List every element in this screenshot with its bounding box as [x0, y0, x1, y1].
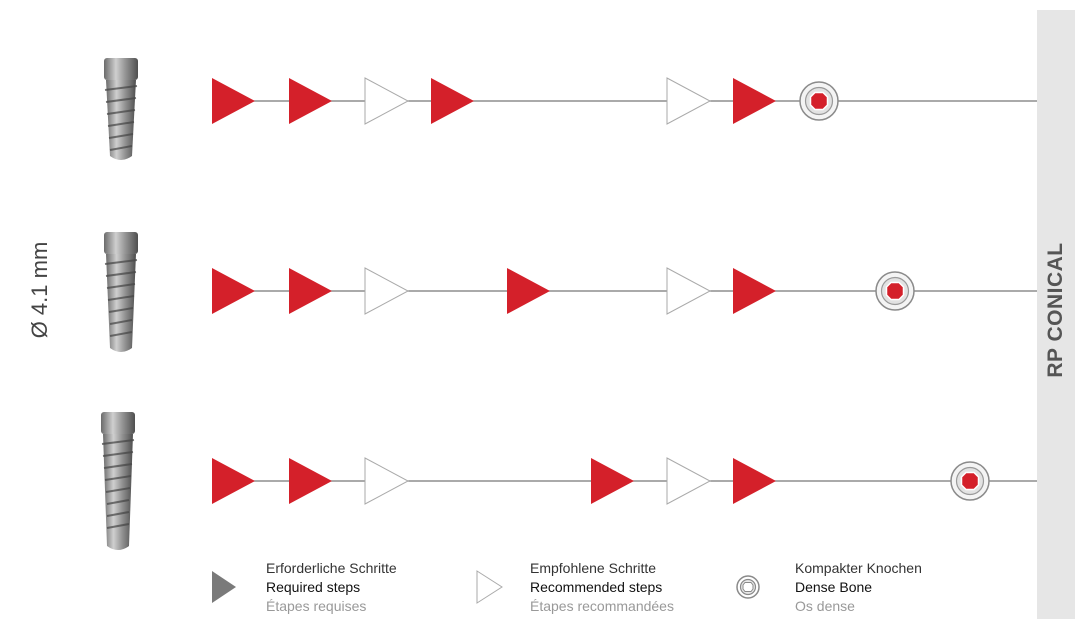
implant-image-3	[101, 412, 135, 550]
legend-dense-en: Dense Bone	[795, 579, 873, 595]
required-step-marker	[212, 268, 255, 314]
recommended-step-marker	[666, 267, 712, 315]
required-step-marker	[591, 458, 634, 504]
required-step-marker	[733, 78, 776, 124]
required-step-marker	[289, 268, 332, 314]
legend-recommended: Empfohlene Schritte Recommended steps Ét…	[530, 559, 674, 616]
legend-required: Erforderliche Schritte Required steps Ét…	[266, 559, 397, 616]
drilling-sequence-diagram	[212, 77, 1037, 505]
required-step-marker	[212, 458, 255, 504]
dense-bone-marker	[799, 81, 839, 121]
sequence-row-3	[212, 457, 1037, 505]
required-step-marker	[289, 78, 332, 124]
recommended-step-marker	[364, 267, 410, 315]
required-step-marker	[733, 268, 776, 314]
side-panel: RP CONICAL	[1037, 10, 1075, 619]
dense-bone-marker	[875, 271, 915, 311]
sequence-row-1	[212, 77, 1037, 125]
required-step-marker	[507, 268, 550, 314]
recommended-step-legend-icon	[476, 570, 503, 604]
required-step-legend-icon	[212, 571, 236, 603]
legend-dense-de: Kompakter Knochen	[795, 560, 922, 576]
dense-bone-marker	[950, 461, 990, 501]
legend-dense-bone: Kompakter Knochen Dense Bone Os dense	[795, 559, 922, 616]
required-step-marker	[289, 458, 332, 504]
implant-image-2	[104, 232, 138, 352]
recommended-step-marker	[364, 457, 410, 505]
legend-required-en: Required steps	[266, 579, 361, 595]
side-panel-title: RP CONICAL	[1044, 242, 1067, 378]
implant-image-1	[104, 58, 138, 160]
legend-dense-fr: Os dense	[795, 598, 855, 614]
dense-bone-legend-icon	[736, 575, 760, 599]
recommended-step-marker	[666, 77, 712, 125]
legend-required-de: Erforderliche Schritte	[266, 560, 397, 576]
legend-recommended-de: Empfohlene Schritte	[530, 560, 657, 576]
required-step-marker	[733, 458, 776, 504]
recommended-step-marker	[364, 77, 410, 125]
sequence-row-2	[212, 267, 1037, 315]
recommended-step-marker	[666, 457, 712, 505]
legend-required-fr: Étapes requises	[266, 598, 367, 614]
legend-recommended-en: Recommended steps	[530, 579, 663, 595]
required-step-marker	[212, 78, 255, 124]
legend-recommended-fr: Étapes recommandées	[530, 598, 674, 614]
required-step-marker	[431, 78, 474, 124]
